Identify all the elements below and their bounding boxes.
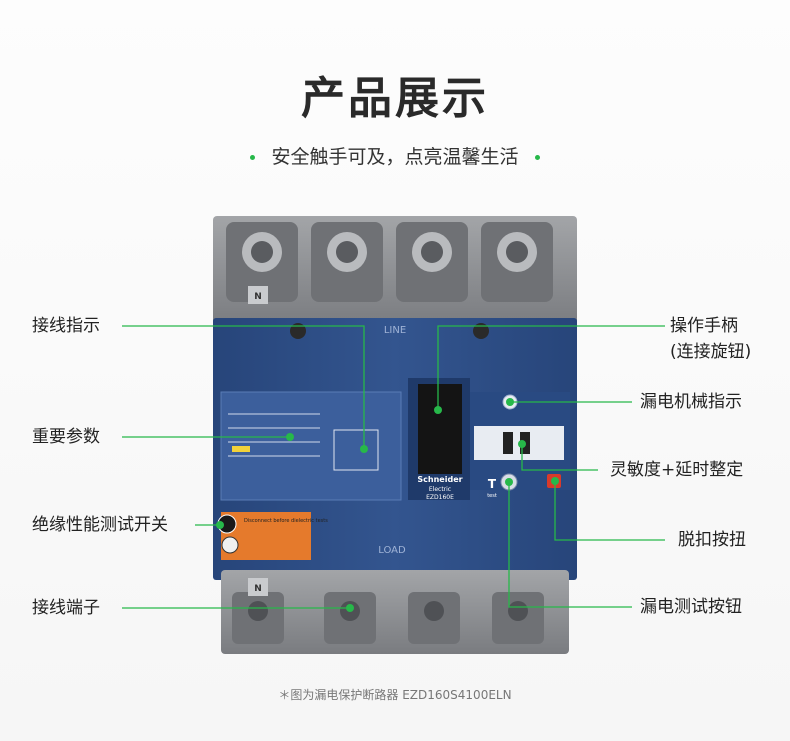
label-operating-handle-sub: (连接旋钮) [670, 342, 752, 362]
label-leak-indicator: 漏电机械指示 [640, 392, 742, 412]
body-screw-left [290, 323, 306, 339]
line-marking: LINE [384, 325, 406, 336]
bottom-terminal-block [221, 570, 569, 654]
callout-dot-indicator [360, 445, 368, 453]
callout-dot-leak-indicator [506, 398, 514, 406]
load-marking: LOAD [378, 545, 406, 556]
wiring-diagram [333, 429, 379, 471]
top-terminal-block [213, 216, 577, 326]
page-subtitle: 安全触手可及，点亮温馨生活 [0, 142, 790, 169]
label-terminals: 接线端子 [32, 598, 100, 618]
callout-line-sensitivity [521, 444, 598, 471]
callout-dot-trip [551, 477, 559, 485]
callout-dot-terminals [346, 604, 354, 612]
subtitle-dot-left [250, 155, 256, 160]
callout-line-indicator [122, 325, 365, 449]
body-screw-right [473, 323, 489, 339]
warning-label [221, 512, 311, 560]
label-wiring-indicator: 接线指示 [32, 316, 100, 336]
callout-line-trip [554, 481, 665, 541]
neutral-mark-bottom: N [254, 584, 262, 594]
subtitle-dot-right [534, 155, 540, 160]
page-title: 产品展示 [301, 73, 489, 124]
rating-plate [220, 391, 402, 501]
callout-dot-handle [434, 406, 442, 414]
callout-line-handle [437, 325, 665, 410]
callout-dot-insulation [216, 521, 224, 529]
label-trip-button: 脱扣按扭 [678, 530, 746, 550]
warning-text: Disconnect before dielectric tests [244, 518, 328, 524]
footnote: ＊图为漏电保护断路器 EZD160S4100ELN [278, 688, 512, 702]
callout-dot-test [505, 478, 513, 486]
callout-dot-sensitivity [518, 440, 526, 448]
callout-dot-params [286, 433, 294, 441]
model-mark: EZD160E [426, 494, 454, 501]
label-leak-test-button: 漏电测试按钮 [640, 597, 742, 617]
test-mark: T [488, 477, 497, 491]
label-key-parameters: 重要参数 [32, 427, 100, 447]
callout-dots [216, 398, 559, 612]
brand-sub: Electric [429, 486, 451, 493]
subtitle-text: 安全触手可及，点亮温馨生活 [271, 146, 519, 168]
label-insulation-test-switch: 绝缘性能测试开关 [32, 515, 168, 535]
operating-handle[interactable] [418, 384, 462, 474]
callout-line-test [508, 482, 632, 608]
callout-lines [122, 325, 665, 609]
label-operating-handle: 操作手柄 [670, 316, 738, 336]
test-word: test [487, 493, 497, 499]
label-sensitivity-delay: 灵敏度+延时整定 [610, 460, 744, 480]
brand-logo: Schneider [417, 475, 462, 484]
neutral-mark-top: N [254, 292, 262, 302]
